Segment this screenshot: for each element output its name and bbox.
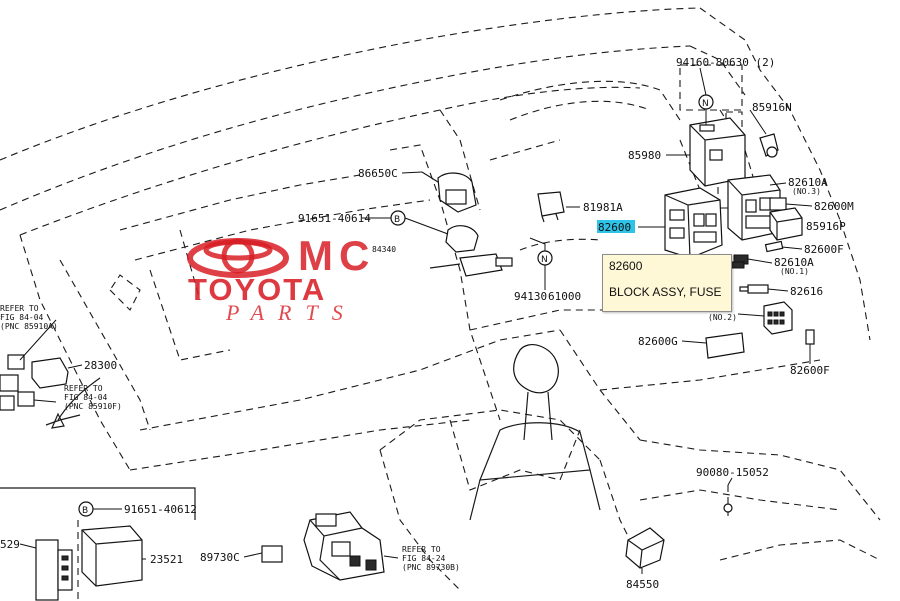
symbol-markers: N B N B [78,94,714,517]
callout-82600-highlight[interactable] [597,220,635,233]
callout-labels: 94160-80630 (2) 85916N 85980 82610A (NO.… [0,56,854,591]
refer-mid-line2: FIG 84-04 [64,393,108,402]
callout-529[interactable]: 529 [0,538,20,551]
callout-82600F-mid[interactable]: 82600F [804,243,844,256]
callout-85980[interactable]: 85980 [628,149,661,162]
switch-84550 [625,485,733,569]
leader-lines [19,67,813,574]
callout-82600M[interactable]: 82600M [814,200,854,213]
tooltip-part-number: 82600 [609,259,643,273]
callout-28300[interactable]: 28300 [84,359,117,372]
callout-82610A-no1-note: (NO.1) [780,267,809,276]
callout-82600G[interactable]: 82600G [638,335,678,348]
connector-cluster [261,511,385,581]
refer-top-line2: FIG 84-04 [0,313,44,322]
fuse-block-cluster [664,117,815,359]
dashboard-outline [0,7,881,591]
callout-81981A[interactable]: 81981A [583,201,623,214]
callout-86650C[interactable]: 86650C [358,167,398,180]
callout-84550[interactable]: 84550 [626,578,659,591]
callout-84340[interactable]: 84340 [372,245,396,254]
callout-61000[interactable]: 61000 [548,290,581,303]
callout-91651-40612[interactable]: 91651-40612 [124,503,197,516]
callout-91651-40614[interactable]: 91651-40614 [298,212,371,225]
part-tooltip: 82600 BLOCK ASSY, FUSE [602,254,732,312]
callout-82610A-no3-note: (NO.3) [792,187,821,196]
callout-94160-80630[interactable]: 94160-80630 (2) [676,56,775,69]
callout-82610A-no1[interactable]: 82610A [774,256,814,269]
ecu-group [0,487,196,601]
refer-top-line3: (PNC 85910A) [0,322,58,331]
callout-23521[interactable]: 23521 [150,553,183,566]
callout-94130[interactable]: 94130 [514,290,547,303]
callout-82600[interactable]: 82600 [598,221,631,234]
tooltip-part-name: BLOCK ASSY, FUSE [609,285,722,299]
callout-85916P[interactable]: 85916P [806,220,846,233]
refer-low-line2: FIG 84-24 [402,554,446,563]
n-symbol: N [702,99,709,109]
callout-82610A-no3[interactable]: 82610A [788,176,828,189]
b-symbol: B [394,215,400,225]
refer-low-line1: REFER TO [402,545,441,554]
callout-82600F-low[interactable]: 82600F [790,364,830,377]
b-symbol: B [82,506,88,516]
relay-81981A [537,191,565,223]
callout-90080-15052[interactable]: 90080-15052 [696,466,769,479]
refer-low-line3: (PNC 89730B) [402,563,460,572]
callout-89730C[interactable]: 89730C [200,551,240,564]
callout-85916N[interactable]: 85916N [752,101,792,114]
switch-cluster [421,171,513,277]
callout-82616[interactable]: 82616 [790,285,823,298]
left-relays [0,354,101,429]
n-symbol: N [541,255,548,265]
refer-top-line1: REFER TO [0,304,39,313]
refer-mid-line1: REFER TO [64,384,103,393]
callout-82610A-no2-note: (NO.2) [708,313,737,322]
refer-mid-line3: (PNC 85910F) [64,402,122,411]
gear-shifter [469,344,601,521]
